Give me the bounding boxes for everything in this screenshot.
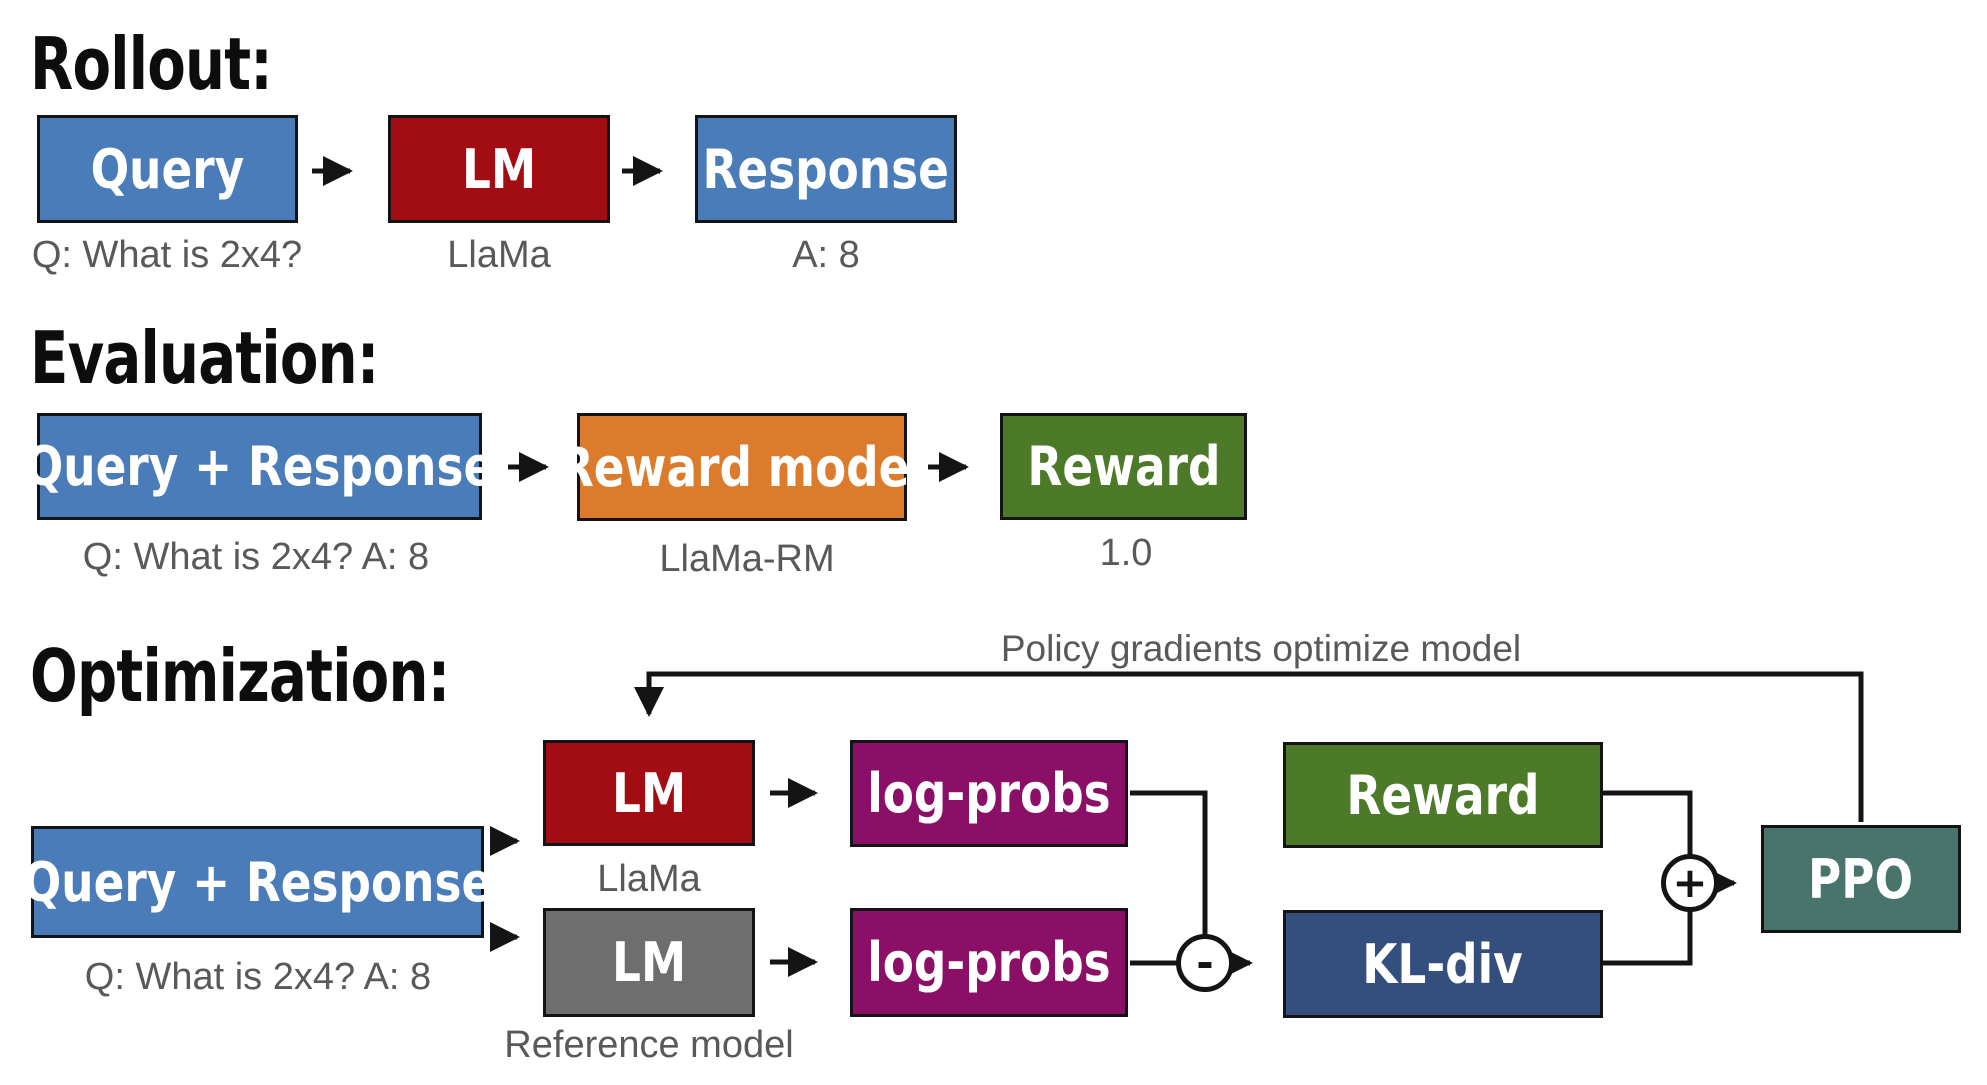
plus-operator-circle: + — [1661, 854, 1719, 912]
evaluation-query-response-label: Query + Response — [24, 435, 495, 498]
wire-logprobs-policy-to-minus — [1130, 790, 1208, 963]
minus-operator-symbol: - — [1196, 938, 1214, 987]
optimization-lm-policy-label: LM — [611, 761, 687, 825]
evaluation-reward-label: Reward — [1026, 435, 1221, 498]
optimization-reward-box: Reward — [1283, 742, 1603, 848]
evaluation-reward-model-box: Reward model — [559, 413, 925, 521]
optimization-query-response-label: Query + Response — [22, 850, 493, 914]
optimization-section-title: Optimization: — [30, 634, 450, 718]
optimization-lm-policy-box: LM — [543, 740, 755, 846]
optimization-query-response-caption: Q: What is 2x4? A: 8 — [84, 956, 432, 998]
optimization-query-response-box: Query + Response — [23, 826, 492, 938]
optimization-lm-policy-caption: LlaMa — [597, 858, 701, 900]
evaluation-query-response-box: Query + Response — [25, 413, 494, 520]
rollout-lm-caption: LlaMa — [447, 234, 551, 276]
optimization-kldiv-label: KL-div — [1362, 932, 1524, 996]
optimization-kldiv-box: KL-div — [1283, 910, 1603, 1018]
rollout-response-box: Response — [695, 115, 957, 223]
evaluation-query-response-caption: Q: What is 2x4? A: 8 — [82, 536, 430, 578]
optimization-lm-reference-caption: Reference model — [504, 1024, 794, 1066]
rollout-query-box: Query — [37, 115, 298, 223]
evaluation-reward-model-label: Reward model — [558, 435, 926, 499]
rollout-response-label: Response — [702, 137, 950, 201]
evaluation-reward-caption: 1.0 — [1099, 532, 1153, 574]
optimization-lm-reference-label: LM — [611, 931, 687, 994]
rollout-lm-box: LM — [388, 115, 610, 223]
rollout-section-title: Rollout: — [30, 22, 273, 106]
rollout-query-label: Query — [90, 137, 245, 201]
plus-operator-symbol: + — [1672, 858, 1708, 907]
policy-gradients-annotation: Policy gradients optimize model — [1000, 628, 1522, 669]
rollout-query-caption: Q: What is 2x4? — [31, 234, 303, 276]
optimization-ppo-label: PPO — [1808, 847, 1914, 911]
minus-operator-circle: - — [1176, 934, 1234, 992]
evaluation-reward-model-caption: LlaMa-RM — [659, 538, 835, 580]
evaluation-reward-box: Reward — [1000, 413, 1247, 520]
arrow-policy-gradient-feedback — [634, 671, 1864, 822]
wire-reward-to-plus — [1600, 790, 1693, 883]
optimization-ppo-box: PPO — [1761, 825, 1961, 933]
optimization-logprobs-policy-box: log-probs — [850, 740, 1128, 847]
optimization-reward-label: Reward — [1346, 763, 1540, 827]
optimization-logprobs-policy-label: log-probs — [867, 762, 1111, 825]
optimization-logprobs-reference-label: log-probs — [867, 931, 1111, 994]
optimization-logprobs-reference-box: log-probs — [850, 908, 1128, 1017]
rollout-lm-label: LM — [461, 137, 537, 201]
rollout-response-caption: A: 8 — [792, 234, 860, 276]
evaluation-section-title: Evaluation: — [30, 316, 379, 400]
optimization-lm-reference-box: LM — [543, 908, 755, 1017]
